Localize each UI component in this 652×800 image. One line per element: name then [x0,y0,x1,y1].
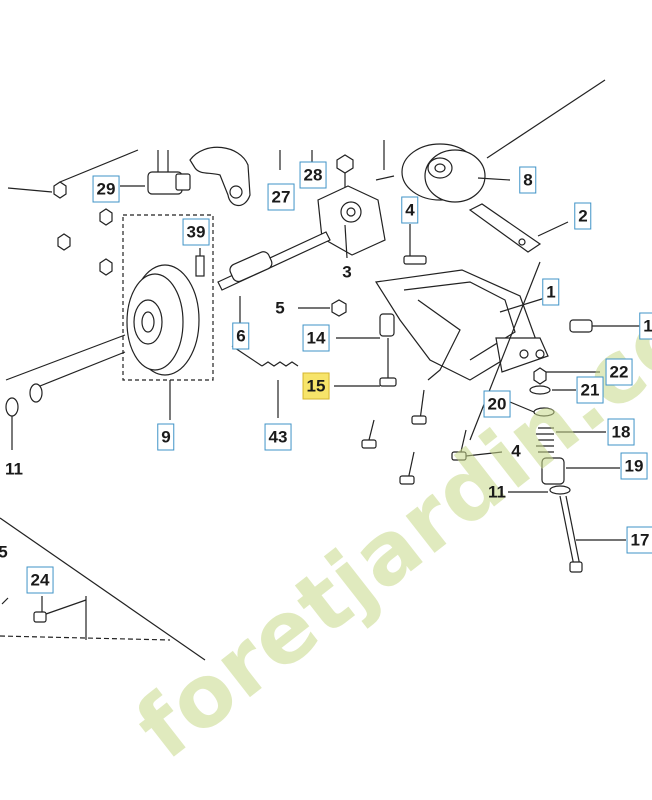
part-8-pulley-drawing [401,79,606,203]
part-27-bracket-drawing [189,146,281,207]
label-4-top[interactable]: 4 [401,196,419,224]
small-nuts-left-drawing [53,181,113,276]
part-6-shaft-drawing [217,231,331,325]
label-5[interactable]: 5 [275,298,285,318]
part-15-bolt-drawing [334,338,397,387]
label-22[interactable]: 22 [605,358,633,386]
bottom-left-lines-drawing [0,517,206,661]
label-18[interactable]: 18 [607,418,635,446]
label-8[interactable]: 8 [519,166,537,194]
part-29-spacer-drawing [147,150,191,195]
label-19[interactable]: 19 [620,452,648,480]
label-39[interactable]: 39 [182,218,210,246]
part-14-link-drawing [336,313,395,339]
label-28[interactable]: 28 [299,161,327,189]
label-11-left[interactable]: 11 [5,459,23,479]
label-20[interactable]: 20 [483,390,511,418]
label-5-edge[interactable]: 5 [0,542,8,562]
part-9-clutch-drawing [5,264,200,420]
clutch-group-dashed-frame [122,214,214,381]
part-39-pin-drawing [195,248,205,277]
bolts-lower-drawing [361,389,503,485]
label-1[interactable]: 1 [542,278,560,306]
part-2-plate-drawing [468,203,569,253]
label-14[interactable]: 14 [302,324,330,352]
part-pin-right-drawing [569,319,640,333]
part-1-frame-drawing [374,261,549,441]
label-29[interactable]: 29 [92,175,120,203]
label-27[interactable]: 27 [267,183,295,211]
label-1-edge[interactable]: 1 [639,312,652,340]
part-43-spring-drawing [231,345,299,418]
label-9[interactable]: 9 [157,423,175,451]
label-6[interactable]: 6 [232,322,250,350]
label-15-highlighted[interactable]: 15 [302,372,330,400]
part-11-washers-left-drawing [5,383,43,450]
label-11-right[interactable]: 11 [488,482,506,502]
part-5-nut-drawing [298,299,347,317]
label-21[interactable]: 21 [576,376,604,404]
label-2[interactable]: 2 [574,202,592,230]
label-3[interactable]: 3 [342,262,352,282]
label-43[interactable]: 43 [264,423,292,451]
label-24[interactable]: 24 [26,566,54,594]
label-17[interactable]: 17 [626,526,652,554]
part-4-bolt-drawing [403,224,427,265]
right-stack-drawing [508,367,626,573]
label-4-lower[interactable]: 4 [511,441,521,461]
